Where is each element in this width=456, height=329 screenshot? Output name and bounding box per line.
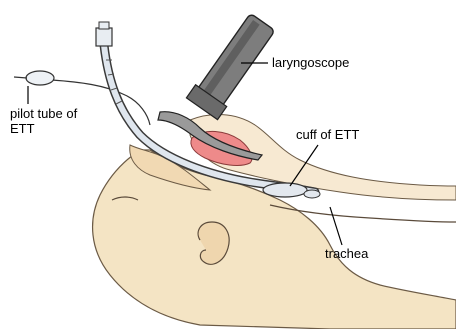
label-laryngoscope: laryngoscope — [272, 55, 349, 70]
pilot-valve — [14, 77, 27, 78]
label-pilot-tube: pilot tube of ETT — [10, 106, 77, 136]
ett-tip — [304, 190, 320, 198]
ett-cuff — [263, 183, 307, 197]
ett-connector — [96, 28, 112, 46]
label-cuff: cuff of ETT — [296, 127, 359, 142]
laryngoscope — [186, 11, 278, 120]
leader-trachea — [330, 207, 342, 245]
label-trachea: trachea — [325, 246, 368, 261]
pilot-balloon — [26, 71, 54, 85]
ett-connector-top — [99, 22, 109, 29]
label-pilot-tube-text: pilot tube of ETT — [10, 106, 77, 136]
